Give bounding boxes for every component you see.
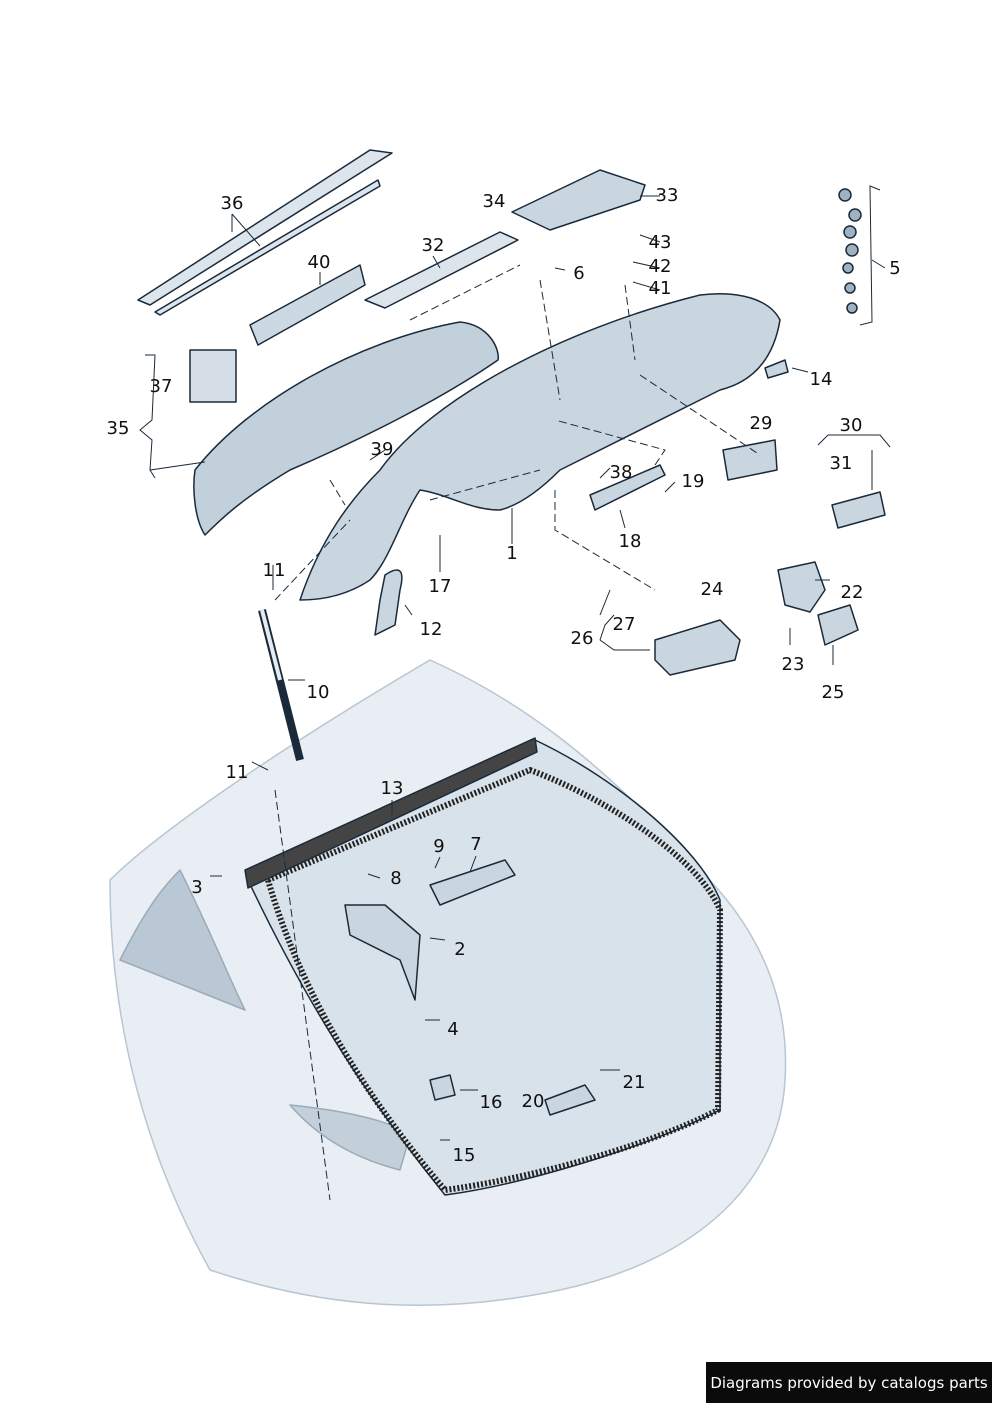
bag-37 bbox=[189, 349, 237, 403]
callout-27: 27 bbox=[612, 614, 636, 635]
callout-17: 17 bbox=[428, 576, 452, 597]
callout-22: 22 bbox=[840, 582, 864, 603]
callout-20: 20 bbox=[521, 1091, 545, 1112]
callout-33: 33 bbox=[655, 185, 679, 206]
lock-motor-26 bbox=[654, 619, 741, 676]
bracket-20 bbox=[544, 1084, 596, 1116]
latch-22 bbox=[777, 561, 826, 613]
callout-43: 43 bbox=[648, 232, 672, 253]
callout-4: 4 bbox=[447, 1019, 459, 1040]
handle-30 bbox=[831, 491, 886, 529]
cover-25 bbox=[817, 604, 859, 646]
callout-40: 40 bbox=[307, 252, 331, 273]
bracket-12 bbox=[374, 569, 403, 636]
callout-16: 16 bbox=[479, 1092, 503, 1113]
callout-30: 30 bbox=[839, 415, 863, 436]
callout-26: 26 bbox=[570, 628, 594, 649]
callout-39: 39 bbox=[370, 439, 394, 460]
roof-strip-2 bbox=[154, 179, 381, 316]
callout-11-top: 11 bbox=[262, 560, 286, 581]
callout-19: 19 bbox=[681, 471, 705, 492]
weatherstrip bbox=[265, 767, 723, 1193]
bracket-16 bbox=[429, 1074, 456, 1101]
roof-strip-1 bbox=[137, 149, 393, 306]
cap-14 bbox=[764, 359, 789, 379]
license-light-cover bbox=[511, 169, 646, 231]
hinge-2 bbox=[344, 904, 421, 1001]
callout-7: 7 bbox=[470, 834, 482, 855]
callout-11-bottom: 11 bbox=[225, 762, 249, 783]
callout-8: 8 bbox=[390, 868, 402, 889]
callout-37: 37 bbox=[149, 376, 173, 397]
bolts-5 bbox=[838, 188, 862, 314]
callout-9: 9 bbox=[433, 836, 445, 857]
callout-35: 35 bbox=[106, 418, 130, 439]
actuator-7 bbox=[429, 859, 516, 906]
callout-6: 6 bbox=[573, 263, 585, 284]
tail-light bbox=[289, 1104, 411, 1171]
callout-32: 32 bbox=[421, 235, 445, 256]
callout-21: 21 bbox=[622, 1072, 646, 1093]
callout-14: 14 bbox=[809, 369, 833, 390]
seal-strip bbox=[244, 737, 538, 889]
callout-34: 34 bbox=[482, 191, 506, 212]
callout-38: 38 bbox=[609, 462, 633, 483]
trim-panel-32 bbox=[364, 231, 519, 309]
callout-10: 10 bbox=[306, 682, 330, 703]
callout-2: 2 bbox=[454, 939, 466, 960]
leader-lines bbox=[139, 185, 891, 1201]
callout-31: 31 bbox=[829, 453, 853, 474]
callout-18: 18 bbox=[618, 531, 642, 552]
callout-12: 12 bbox=[419, 619, 443, 640]
tailgate-outer bbox=[299, 293, 781, 601]
callout-3: 3 bbox=[191, 877, 203, 898]
third-brake-light bbox=[249, 264, 366, 346]
tailgate-inner-trim bbox=[193, 321, 499, 536]
handle-29 bbox=[722, 439, 778, 481]
callout-25: 25 bbox=[821, 682, 845, 703]
callout-36: 36 bbox=[220, 193, 244, 214]
callout-13: 13 bbox=[380, 778, 404, 799]
callout-42: 42 bbox=[648, 256, 672, 277]
callout-24: 24 bbox=[700, 579, 724, 600]
callout-15: 15 bbox=[452, 1145, 476, 1166]
gas-strut-rod bbox=[260, 609, 282, 681]
side-window bbox=[119, 869, 246, 1011]
callout-5: 5 bbox=[889, 258, 901, 279]
callout-29: 29 bbox=[749, 413, 773, 434]
callout-23: 23 bbox=[781, 654, 805, 675]
bracket-18 bbox=[589, 464, 666, 511]
attribution-footer: Diagrams provided by catalogs parts bbox=[706, 1362, 992, 1403]
callout-1: 1 bbox=[506, 543, 518, 564]
callout-41: 41 bbox=[648, 278, 672, 299]
